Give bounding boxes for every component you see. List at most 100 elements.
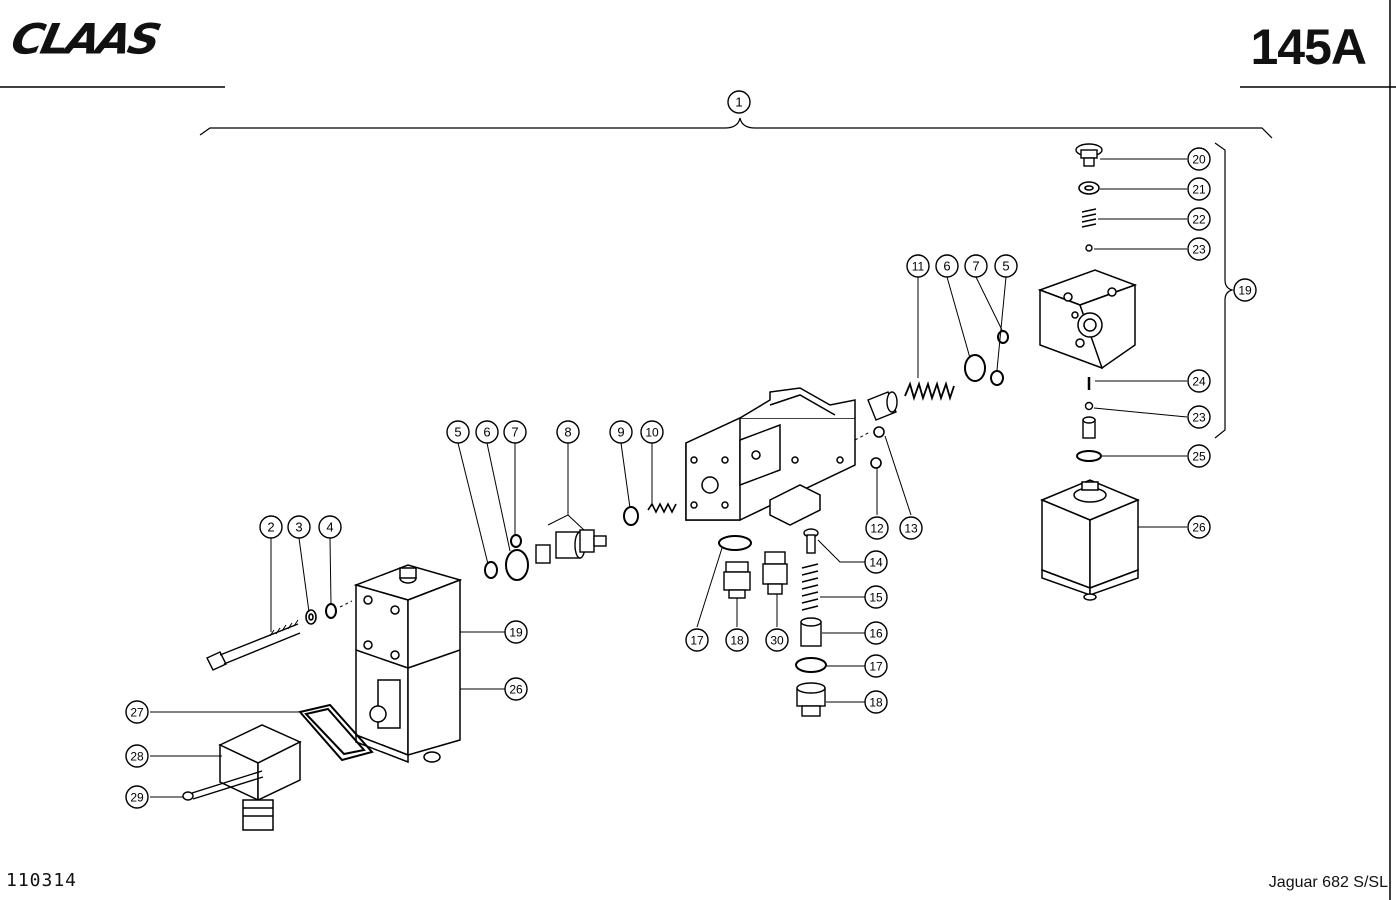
callout-c5b: 5 xyxy=(994,254,1018,278)
callout-c18a: 18 xyxy=(725,628,749,652)
callout-c1: 1 xyxy=(727,90,751,114)
callout-circle xyxy=(446,420,470,444)
callout-label: 5 xyxy=(454,425,461,440)
spring-part-22 xyxy=(1081,208,1097,228)
callout-label: 23 xyxy=(1192,411,1206,425)
callout-label: 6 xyxy=(483,425,490,440)
callout-c3: 3 xyxy=(287,515,311,539)
callout-label: 14 xyxy=(869,556,883,570)
callout-circle xyxy=(864,550,888,574)
callout-c19a: 19 xyxy=(504,620,528,644)
callout-label: 23 xyxy=(1192,243,1206,257)
callout-label: 7 xyxy=(972,259,979,274)
callout-c6a: 6 xyxy=(475,420,499,444)
callout-c30: 30 xyxy=(765,628,789,652)
callout-circle xyxy=(935,254,959,278)
callout-circle xyxy=(1187,369,1211,393)
callout-c25: 25 xyxy=(1187,444,1211,468)
callout-c28: 28 xyxy=(125,744,149,768)
callout-label: 26 xyxy=(509,683,523,697)
sleeve-part-11-cap xyxy=(867,391,898,421)
callout-circle xyxy=(727,90,751,114)
callout-c7b: 7 xyxy=(964,254,988,278)
oring-part-25 xyxy=(1076,450,1102,462)
callout-circle xyxy=(504,620,528,644)
callout-c27: 27 xyxy=(125,700,149,724)
callout-label: 22 xyxy=(1192,213,1206,227)
callout-label: 4 xyxy=(326,520,333,535)
callout-label: 18 xyxy=(730,634,744,648)
callout-circle xyxy=(259,515,283,539)
callout-label: 27 xyxy=(130,706,144,720)
callout-c8: 8 xyxy=(556,420,580,444)
nut-part-21 xyxy=(1078,181,1100,195)
callout-circle xyxy=(1187,177,1211,201)
callout-c2: 2 xyxy=(259,515,283,539)
central-valve-block xyxy=(685,387,856,526)
callout-c4: 4 xyxy=(318,515,342,539)
callout-circle xyxy=(964,254,988,278)
claas-logo: CLAAS xyxy=(6,15,163,64)
callout-circle xyxy=(125,744,149,768)
connector-plug-part-28 xyxy=(218,724,302,831)
callout-circle xyxy=(504,677,528,701)
callout-circle xyxy=(864,654,888,678)
valve-spool-part-8 xyxy=(535,529,607,564)
callout-label: 17 xyxy=(690,634,704,648)
callout-c12: 12 xyxy=(865,516,889,540)
callout-label: 1 xyxy=(735,95,742,110)
callout-c26a: 26 xyxy=(504,677,528,701)
callout-circle xyxy=(556,420,580,444)
callout-circle xyxy=(765,628,789,652)
callout-c23a: 23 xyxy=(1187,237,1211,261)
callout-circle xyxy=(475,420,499,444)
oring-part-9 xyxy=(623,506,639,526)
axis-line-left xyxy=(339,600,353,608)
oring-part-17a xyxy=(718,535,752,551)
callout-label: 25 xyxy=(1192,450,1206,464)
axis-line-mid xyxy=(854,431,871,441)
callout-circle xyxy=(685,628,709,652)
pin-part-14 xyxy=(803,528,819,554)
callout-circle xyxy=(1187,515,1211,539)
callout-c29: 29 xyxy=(125,785,149,809)
callout-label: 13 xyxy=(904,522,918,536)
screw-part-29 xyxy=(182,770,264,801)
callout-c19b: 19 xyxy=(1233,278,1257,302)
callout-circle xyxy=(1187,237,1211,261)
callout-circle xyxy=(640,420,664,444)
callout-circle xyxy=(1233,278,1257,302)
screw-part-20 xyxy=(1075,143,1103,167)
callout-circle xyxy=(1187,405,1211,429)
callout-c14: 14 xyxy=(864,550,888,574)
sleeve-part-24b xyxy=(1082,416,1096,439)
spring-part-15 xyxy=(801,563,819,611)
callout-c11: 11 xyxy=(906,254,930,278)
callout-label: 24 xyxy=(1192,375,1206,389)
fitting-part-30 xyxy=(762,551,788,595)
callout-circle xyxy=(906,254,930,278)
oring-part-17b xyxy=(795,657,827,673)
page-number: 145A xyxy=(1250,19,1367,75)
callout-c22: 22 xyxy=(1187,207,1211,231)
callout-c10: 10 xyxy=(640,420,664,444)
callout-label: 29 xyxy=(130,791,144,805)
callout-c20: 20 xyxy=(1187,147,1211,171)
callout-label: 19 xyxy=(1238,284,1252,298)
callout-c16: 16 xyxy=(864,621,888,645)
callout-label: 6 xyxy=(943,259,950,274)
plugs-part-12-13 xyxy=(870,426,885,469)
callout-circle xyxy=(125,700,149,724)
callout-label: 8 xyxy=(564,425,571,440)
solenoid-valve-body xyxy=(353,564,463,764)
callout-c15: 15 xyxy=(864,585,888,609)
callout-circle xyxy=(125,785,149,809)
fitting-part-18a xyxy=(723,561,751,599)
housing-part-19 xyxy=(1037,269,1138,370)
callout-label: 30 xyxy=(770,634,784,648)
callout-label: 10 xyxy=(645,426,659,440)
callout-circle xyxy=(864,585,888,609)
sleeve-part-16 xyxy=(800,617,822,647)
